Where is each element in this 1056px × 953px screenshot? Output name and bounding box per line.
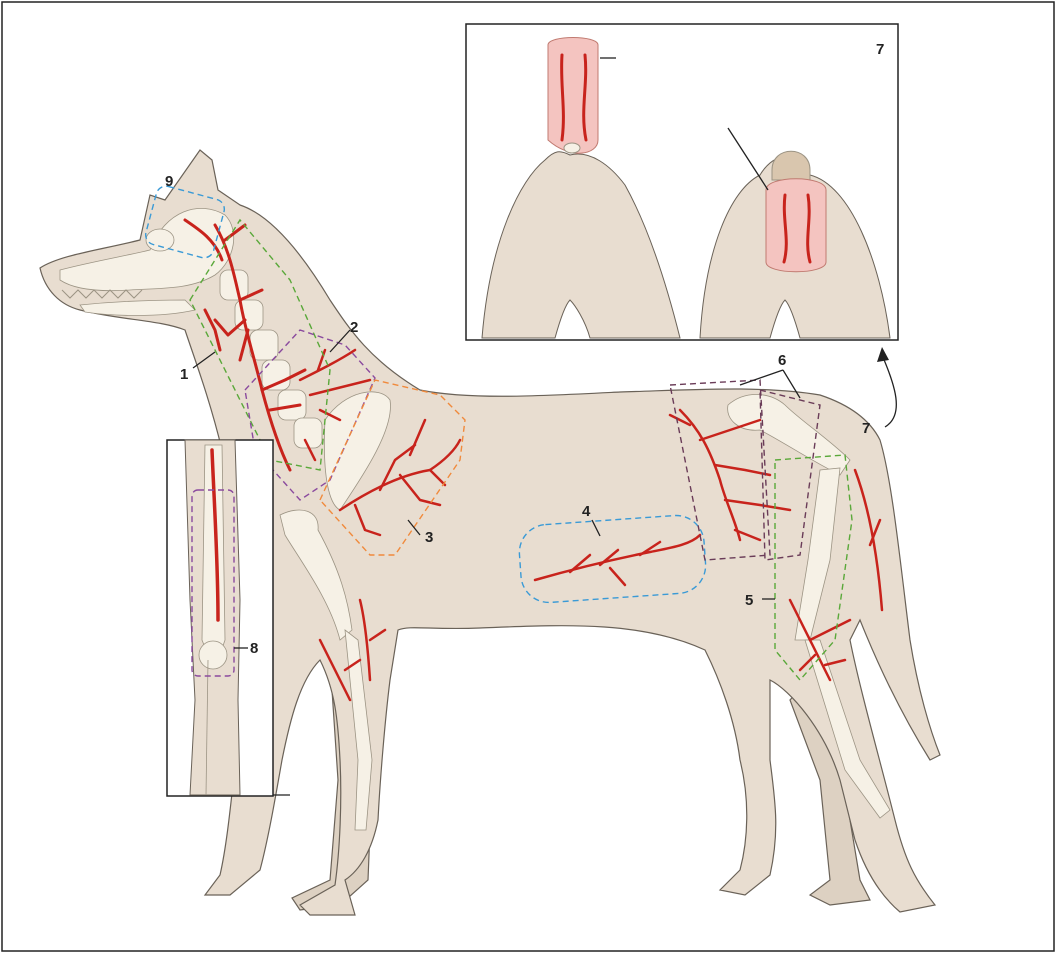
label-9: 9: [165, 173, 173, 190]
inset-7-right-graft: [766, 179, 826, 272]
label-6: 6: [778, 352, 786, 369]
inset-7-left-vessel-a: [562, 55, 564, 140]
inset-7-left-anus: [564, 143, 580, 153]
label-3: 3: [425, 529, 433, 546]
inset-7-right-tail: [772, 151, 810, 180]
label-7-body: 7: [862, 420, 870, 437]
inset-8: [167, 440, 273, 796]
label-4: 4: [582, 503, 591, 520]
label-2: 2: [350, 319, 358, 336]
orbit: [146, 229, 174, 251]
label-5: 5: [745, 592, 753, 609]
label-7-inset: 7: [876, 41, 884, 58]
inset-8-joint: [199, 641, 227, 669]
label-8: 8: [250, 640, 258, 657]
inset-7: [466, 24, 898, 340]
inset-7-right-vessel-b: [808, 195, 810, 262]
label-1: 1: [180, 366, 188, 383]
inset-7-left-graft: [548, 38, 598, 154]
